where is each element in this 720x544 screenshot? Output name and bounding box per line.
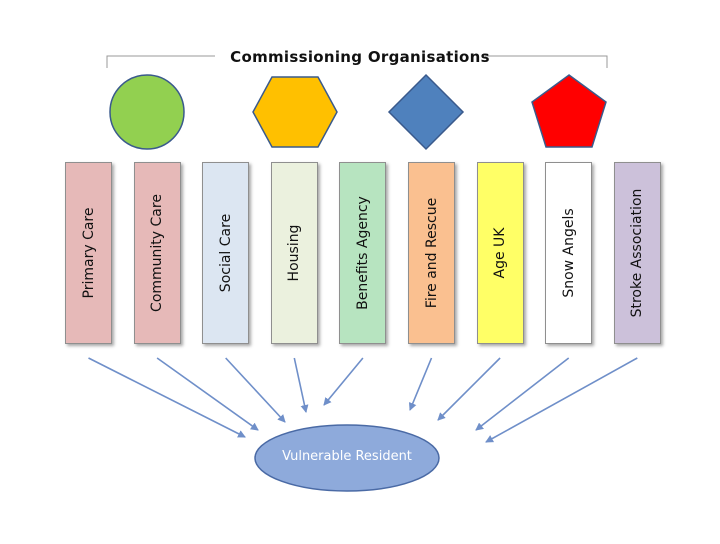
organisation-label: Age UK — [492, 227, 509, 279]
organisation-label: Social Care — [217, 213, 234, 293]
organisation-bar: Community Care — [133, 162, 181, 344]
organisation-label: Stroke Association — [629, 188, 646, 318]
arrow-connector — [408, 357, 433, 411]
organisation-bar: Age UK — [476, 162, 524, 344]
diamond-shape — [387, 73, 465, 151]
arrows-group — [88, 357, 638, 443]
organisation-bar: Fire and Rescue — [408, 162, 455, 344]
pentagon-shape — [531, 74, 607, 148]
organisation-label: Fire and Rescue — [423, 197, 440, 309]
organisation-bar: Benefits Agency — [339, 162, 387, 344]
organisation-bar: Stroke Association — [613, 162, 661, 344]
resident-ellipse — [254, 424, 440, 492]
arrow-connector — [475, 357, 570, 431]
resident-label: Vulnerable Resident — [282, 449, 412, 464]
organisation-label: Snow Angels — [560, 208, 577, 298]
organisation-bar: Social Care — [202, 162, 250, 344]
organisation-bar: Housing — [270, 162, 318, 344]
organisation-bar: Primary Care — [65, 162, 112, 344]
organisation-label: Housing — [286, 224, 303, 282]
organisation-label: Primary Care — [80, 207, 97, 299]
arrow-connector — [88, 357, 246, 438]
hexagon-shape — [252, 76, 338, 148]
arrow-connector — [293, 357, 309, 413]
bracket-right — [485, 55, 608, 68]
organisation-bar: Snow Angels — [545, 162, 593, 344]
diagram-title: Commissioning Organisations — [230, 48, 490, 66]
arrow-connector — [323, 357, 364, 406]
organisation-label: Community Care — [149, 194, 166, 312]
circle-shape — [109, 74, 185, 150]
arrow-connector — [485, 357, 638, 443]
organisation-label: Benefits Agency — [354, 196, 371, 310]
bracket-left — [106, 55, 215, 68]
arrow-connector — [156, 357, 259, 431]
arrow-connector — [225, 357, 286, 423]
arrow-connector — [437, 357, 501, 421]
